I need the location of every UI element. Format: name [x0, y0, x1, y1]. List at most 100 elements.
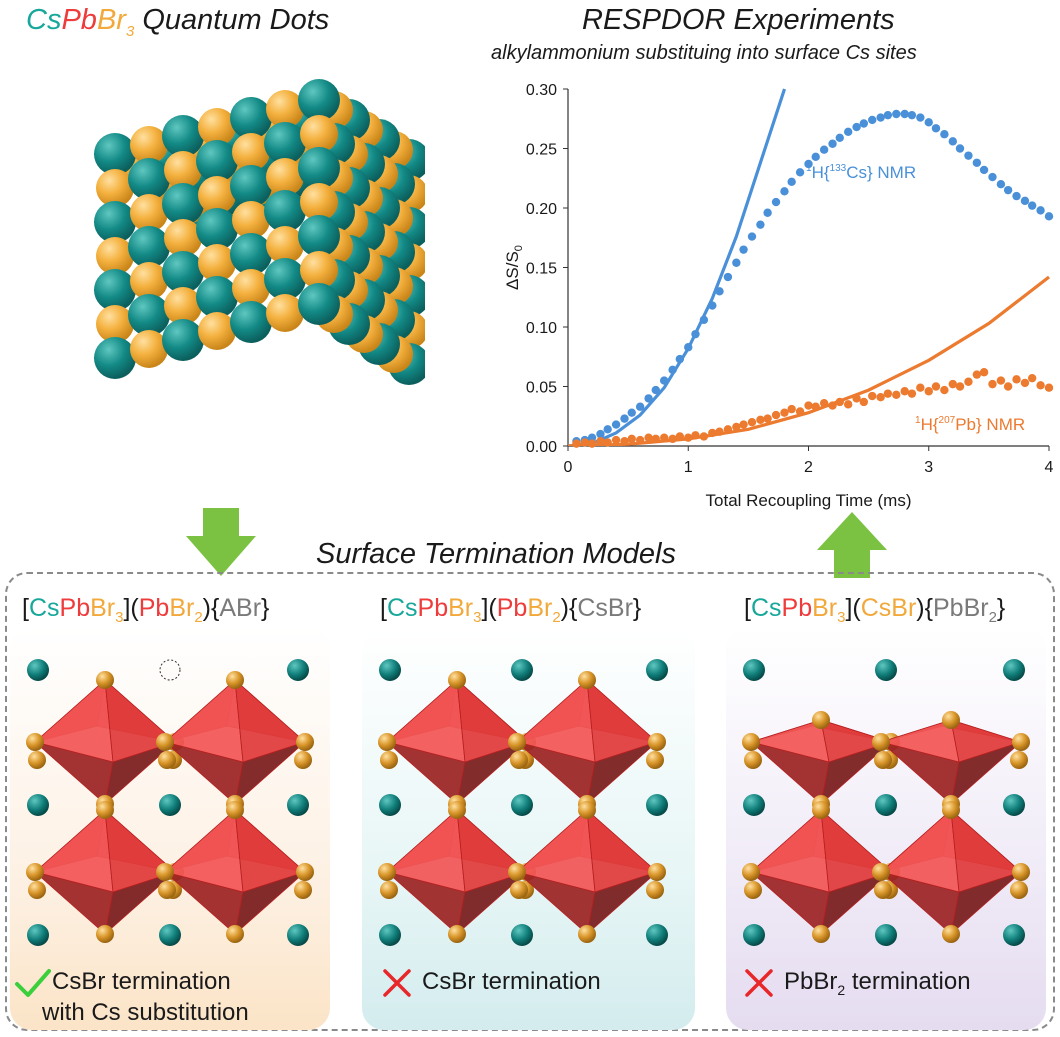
series-1-point: [828, 139, 837, 148]
br-atom: [744, 881, 762, 899]
series-1-point: [811, 152, 820, 162]
cs-atom: [264, 190, 306, 232]
x-tick-label: 3: [924, 459, 933, 476]
br-atom: [198, 312, 236, 350]
series-1-point: [787, 177, 796, 187]
series-1-point: [675, 354, 685, 364]
cs-atom: [743, 794, 765, 816]
br-atom: [158, 881, 176, 899]
br-atom: [226, 801, 244, 819]
br-atom: [742, 733, 760, 751]
series-1-point: [756, 220, 765, 229]
br-atom: [510, 751, 528, 769]
series-2-point: [811, 402, 820, 411]
br-atom: [266, 226, 304, 264]
series-1-point: [964, 151, 973, 160]
series-1-point: [1027, 201, 1037, 210]
model-1-verdict: CsBr termination with Cs substitution: [42, 968, 249, 1026]
series-2-point: [1003, 382, 1013, 391]
series-1-point: [795, 168, 805, 177]
br-atom: [156, 863, 174, 881]
series-2-point: [843, 400, 853, 409]
series-2-point: [715, 427, 724, 436]
br-atom: [874, 751, 892, 769]
y-tick-label: 0.00: [526, 439, 557, 456]
series-2-point: [988, 379, 997, 389]
series-2-point: [691, 431, 700, 440]
cs-atom: [27, 924, 49, 946]
cs-atom: [94, 337, 136, 379]
series-2-point: [780, 408, 789, 417]
series-1-point: [747, 232, 757, 241]
cs-atom: [287, 659, 309, 681]
x-tick-label: 4: [1045, 459, 1054, 476]
y-tick-label: 0.15: [526, 261, 557, 278]
br-atom: [294, 881, 312, 899]
series-2-point: [876, 393, 885, 402]
cs-atom: [379, 924, 401, 946]
cs-atom: [743, 924, 765, 946]
br-atom: [232, 201, 270, 239]
br-atom: [1010, 751, 1028, 769]
br-atom: [294, 751, 312, 769]
cs-atom: [230, 97, 272, 139]
series-1-point: [892, 109, 901, 119]
series-2-point: [756, 415, 765, 425]
right-title: RESPDOR Experiments: [582, 4, 895, 36]
series-2-point: [763, 414, 772, 423]
model-2-structure: [378, 659, 668, 946]
y-tick-label: 0.30: [526, 82, 557, 99]
series-1-point: [723, 272, 733, 282]
series-2-point: [1027, 373, 1037, 383]
series-2-point: [1036, 381, 1045, 390]
series-1-point: [804, 159, 813, 169]
cs-atom: [230, 165, 272, 207]
cs-atom: [94, 269, 136, 311]
left-title: CsPbBr3 Quantum Dots: [26, 4, 330, 40]
series-1-point: [780, 187, 789, 196]
series-1-point: [907, 110, 917, 120]
br-atom: [96, 237, 134, 275]
br-atom: [266, 90, 304, 128]
cs-atom: [646, 794, 668, 816]
series-2-point: [572, 439, 581, 448]
series-1-point: [900, 109, 909, 119]
model-3-verdict: PbBr2 termination: [784, 968, 971, 998]
br-atom: [510, 881, 528, 899]
series-2-point: [859, 397, 869, 407]
series-2-point: [924, 387, 933, 396]
cs-atom: [298, 215, 340, 257]
series-1-label: 1H{133Cs} NMR: [806, 163, 916, 182]
series-1-point: [972, 158, 982, 167]
cs-atom: [159, 794, 181, 816]
br-atom: [130, 262, 168, 300]
cs-atom: [162, 251, 204, 293]
cs-atom: [287, 924, 309, 946]
section-title: Surface Termination Models: [316, 538, 676, 570]
br-atom: [378, 863, 396, 881]
cs-atom: [128, 294, 170, 336]
series-2-point: [940, 385, 949, 395]
series-2-point: [635, 435, 645, 445]
series-2-point: [852, 394, 861, 403]
series-2-point: [955, 382, 965, 391]
model-2-verdict: CsBr termination: [422, 968, 601, 995]
br-atom: [296, 733, 314, 751]
series-1-point: [1044, 212, 1054, 221]
series-2-point: [603, 438, 612, 447]
series-2-point: [668, 434, 677, 444]
br-atom: [578, 801, 596, 819]
br-atom: [872, 733, 890, 751]
cs-atom: [264, 122, 306, 164]
br-atom: [1012, 863, 1030, 881]
br-atom: [942, 711, 960, 729]
cs-atom: [287, 794, 309, 816]
br-atom: [874, 881, 892, 899]
series-2-point: [580, 438, 590, 447]
cs-atom: [511, 659, 533, 681]
series-1-point: [843, 127, 853, 137]
x-tick-label: 2: [804, 459, 813, 476]
br-atom: [232, 269, 270, 307]
series-1-point: [596, 429, 605, 439]
series-1-point: [859, 119, 869, 128]
